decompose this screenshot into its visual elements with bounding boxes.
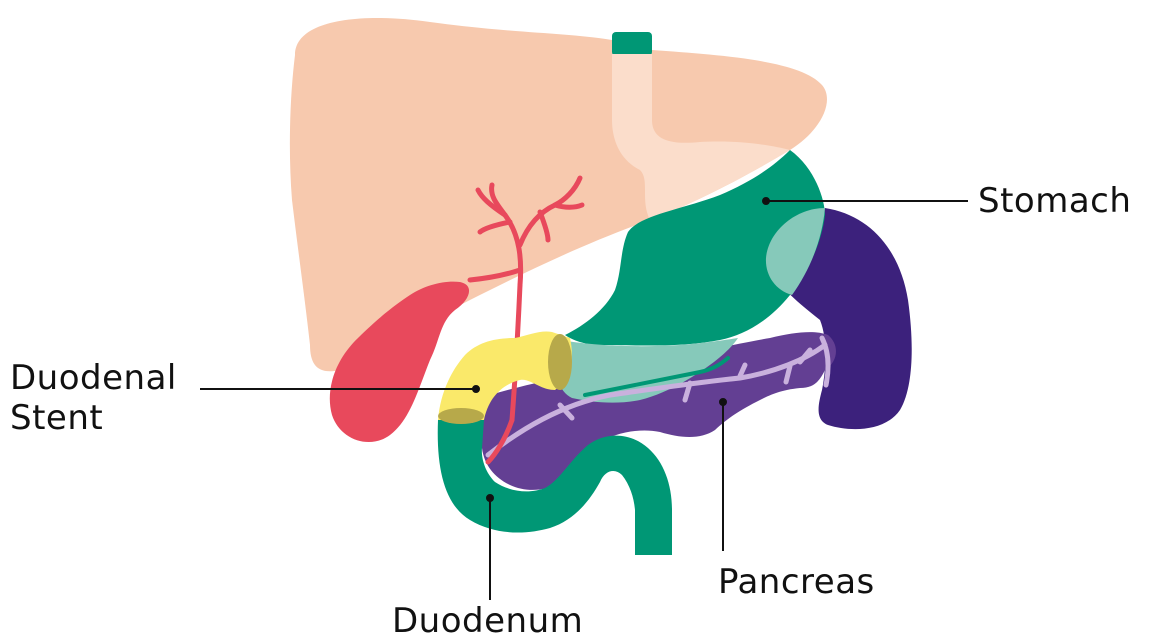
duodenum-leader-dot [487, 495, 493, 501]
pancreas-leader-dot [720, 399, 726, 405]
stomach-leader-dot [763, 198, 769, 204]
label-stomach: Stomach [978, 181, 1131, 221]
label-duodenal-stent: Duodenal Stent [10, 358, 177, 438]
label-duodenal-stent-line1: Duodenal [10, 358, 177, 398]
duodenal-stent-end-right [548, 334, 572, 390]
label-duodenal-stent-line2: Stent [10, 398, 177, 438]
esophagus-shape [612, 32, 652, 56]
label-pancreas: Pancreas [718, 562, 875, 602]
duodenal-stent-end-left [438, 408, 484, 424]
label-duodenum-text: Duodenum [392, 601, 583, 641]
label-stomach-text: Stomach [978, 181, 1131, 221]
label-duodenum: Duodenum [392, 601, 583, 641]
label-pancreas-text: Pancreas [718, 562, 875, 602]
stent-leader-dot [473, 386, 479, 392]
